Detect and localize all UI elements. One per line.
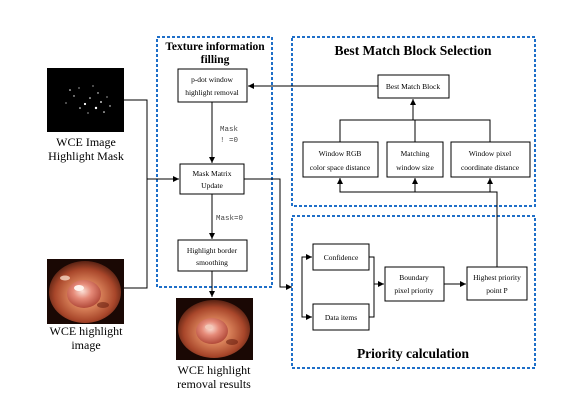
- svg-text:point P: point P: [486, 286, 507, 295]
- svg-text:Window pixel: Window pixel: [469, 149, 511, 158]
- boundary-priority-node: Boundary pixel priority: [384, 266, 445, 302]
- border-smoothing-node: Highlight border smoothing: [177, 239, 248, 272]
- svg-text:Matching: Matching: [401, 149, 430, 158]
- highlight-caption: WCE highlight: [50, 324, 124, 338]
- svg-text:Best Match Block: Best Match Block: [386, 82, 440, 91]
- window-rgb-node: Window RGB color space distance: [302, 141, 379, 178]
- edge-label-mask-not-zero-2: ! =0: [220, 137, 239, 145]
- mask-matrix-node: Mask Matrix Update: [179, 163, 245, 195]
- connectors: [124, 83, 498, 320]
- mask-image: [47, 68, 124, 132]
- edge-label-mask-zero: Mask=0: [216, 215, 244, 223]
- texture-fill-group: [156, 36, 273, 288]
- confidence-node: Confidence: [312, 243, 370, 271]
- svg-text:Highlight border: Highlight border: [187, 246, 238, 255]
- best-match-group: [291, 36, 536, 207]
- mask-caption: WCE Image: [56, 135, 116, 149]
- priority-title: Priority calculation: [357, 346, 470, 361]
- svg-text:coordinate distance: coordinate distance: [461, 163, 520, 172]
- highlight-image: [47, 259, 124, 324]
- svg-text:highlight removal: highlight removal: [185, 88, 239, 97]
- svg-text:smoothing: smoothing: [196, 258, 228, 267]
- best-match-title: Best Match Block Selection: [334, 43, 492, 58]
- best-match-block-node: Best Match Block: [377, 74, 450, 99]
- edge-label-mask-not-zero: Mask: [220, 126, 239, 134]
- highlight-caption-2: image: [71, 338, 100, 352]
- priority-group: [291, 215, 536, 369]
- svg-text:Confidence: Confidence: [324, 253, 359, 262]
- highest-priority-node: Highest priority point P: [466, 266, 528, 301]
- result-caption-2: removal results: [177, 377, 251, 391]
- texture-fill-title: Texture information: [165, 41, 265, 53]
- svg-text:p-dot window: p-dot window: [191, 75, 233, 84]
- texture-fill-title-2: filling: [201, 54, 230, 66]
- svg-text:pixel priority: pixel priority: [394, 286, 434, 295]
- svg-text:color space distance: color space distance: [310, 163, 371, 172]
- svg-text:Mask Matrix: Mask Matrix: [193, 169, 232, 178]
- svg-text:Window RGB: Window RGB: [319, 149, 362, 158]
- svg-text:Data items: Data items: [325, 313, 357, 322]
- window-coordinate-node: Window pixel coordinate distance: [450, 141, 531, 178]
- mask-caption-2: Highlight Mask: [48, 149, 124, 163]
- pdot-window-node: p-dot window highlight removal: [177, 68, 248, 103]
- matching-window-node: Matching window size: [386, 141, 444, 178]
- result-image: [176, 298, 253, 360]
- svg-text:Boundary: Boundary: [399, 273, 429, 282]
- svg-text:Update: Update: [201, 181, 223, 190]
- svg-text:window size: window size: [396, 163, 434, 172]
- svg-text:Highest priority: Highest priority: [473, 273, 521, 282]
- data-items-node: Data items: [312, 303, 370, 331]
- result-caption: WCE highlight: [178, 363, 252, 377]
